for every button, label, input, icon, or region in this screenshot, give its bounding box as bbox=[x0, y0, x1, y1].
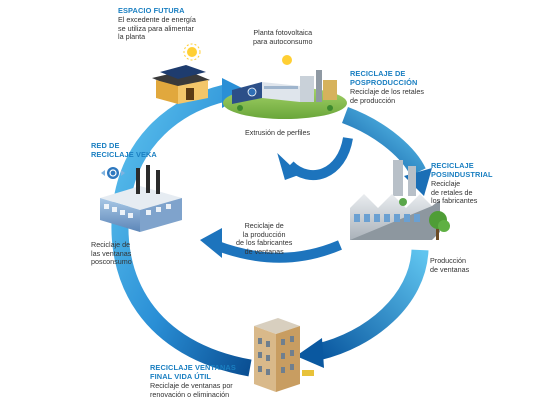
middle-return-arrowhead bbox=[200, 228, 222, 258]
posproduccion-desc: Reciclaje de los retales de producción bbox=[350, 87, 424, 105]
middle-return-arrow bbox=[213, 240, 342, 263]
espacio-futura-desc: El excedente de energía se utiliza para … bbox=[118, 15, 196, 42]
sun-icon bbox=[183, 43, 201, 61]
window-factory-icon bbox=[350, 160, 440, 240]
posproduccion-title: RECICLAJE DE POSPRODUCCIÓN bbox=[350, 69, 418, 87]
solar-plant-icon bbox=[223, 55, 347, 119]
inner-loop-arrow bbox=[286, 136, 353, 180]
factory-icon bbox=[100, 165, 182, 232]
cycle-arc-right-top bbox=[341, 107, 426, 177]
posindustrial-title: RECICLAJE POSINDUSTRIAL bbox=[431, 161, 493, 179]
final-vida-util-title: RECICLAJE VENTANAS FINAL VIDA ÚTIL bbox=[150, 363, 236, 381]
red-reciclaje-desc: Reciclaje de las ventanas posconsumo bbox=[91, 240, 132, 267]
recycle-icon bbox=[101, 167, 125, 179]
extrusion-perfiles-desc: Extrusión de perfiles bbox=[245, 128, 311, 137]
inner-loop-arrowhead bbox=[277, 152, 300, 180]
tree-icon bbox=[429, 211, 450, 240]
posindustrial-desc: Reciclaje de retales de los fabricantes bbox=[431, 179, 478, 206]
reciclaje-fabricantes-desc: Reciclaje de la producción de los fabric… bbox=[236, 221, 293, 256]
espacio-futura-title: ESPACIO FUTURA bbox=[118, 6, 185, 15]
apartment-building-icon bbox=[254, 318, 314, 392]
cycle-arrowhead-bottom bbox=[296, 338, 324, 368]
cycle-arc-right-bottom bbox=[315, 249, 429, 361]
solar-house-icon bbox=[152, 65, 210, 104]
final-vida-util-desc: Reciclaje de ventanas por renovación o e… bbox=[150, 381, 233, 399]
planta-fotovoltaica-desc: Planta fotovoltaica para autoconsumo bbox=[253, 28, 313, 46]
red-reciclaje-title: RED DE RECICLAJE VEKA bbox=[91, 141, 157, 159]
produccion-ventanas-desc: Producción de ventanas bbox=[430, 256, 470, 274]
